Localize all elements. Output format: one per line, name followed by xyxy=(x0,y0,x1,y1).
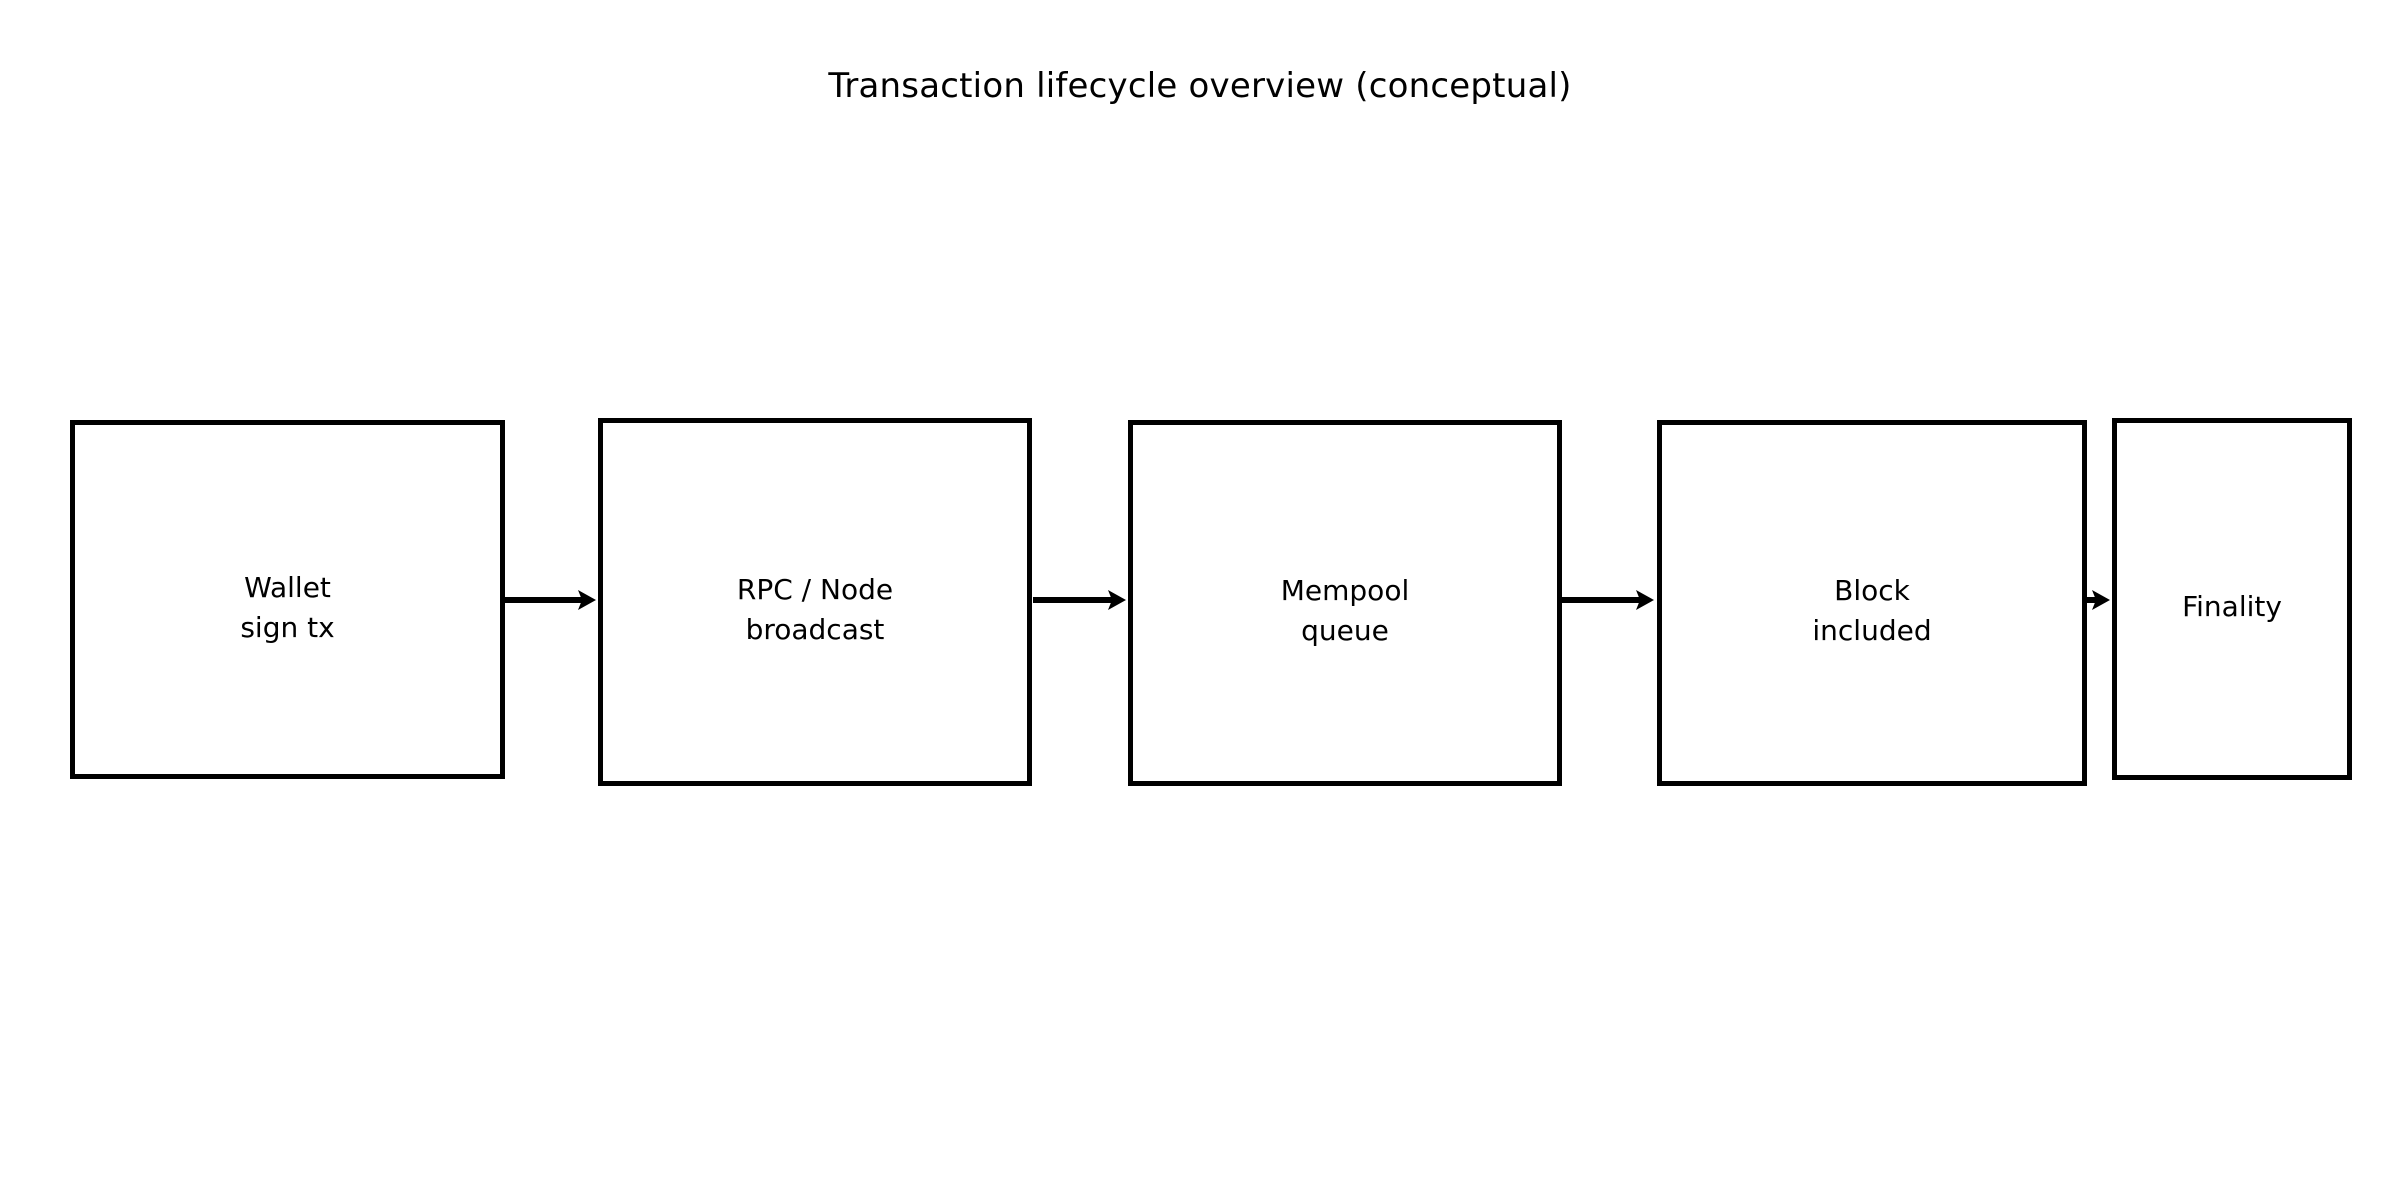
flow-node-rpc-node[interactable]: RPC / Node broadcast xyxy=(598,418,1032,786)
arrow-block-to-finality xyxy=(2082,580,2116,624)
flow-node-mempool[interactable]: Mempool queue xyxy=(1128,420,1562,786)
arrow-wallet-to-rpc-node xyxy=(500,580,600,624)
flow-node-wallet[interactable]: Wallet sign tx xyxy=(70,420,505,779)
arrow-rpc-node-to-mempool xyxy=(1030,580,1130,624)
flow-node-block[interactable]: Block included xyxy=(1657,420,2087,786)
flow-node-mempool-label: Mempool queue xyxy=(1280,574,1410,647)
flow-node-block-label: Block included xyxy=(1812,574,1932,647)
flow-node-wallet-label: Wallet sign tx xyxy=(240,570,335,644)
arrow-mempool-to-block xyxy=(1558,580,1658,624)
flow-node-finality-label: Finality xyxy=(2182,590,2282,623)
flow-node-rpc-node-label: RPC / Node broadcast xyxy=(736,573,894,646)
flow-node-finality[interactable]: Finality xyxy=(2112,418,2352,780)
diagram-title: Transaction lifecycle overview (conceptu… xyxy=(828,66,1572,106)
